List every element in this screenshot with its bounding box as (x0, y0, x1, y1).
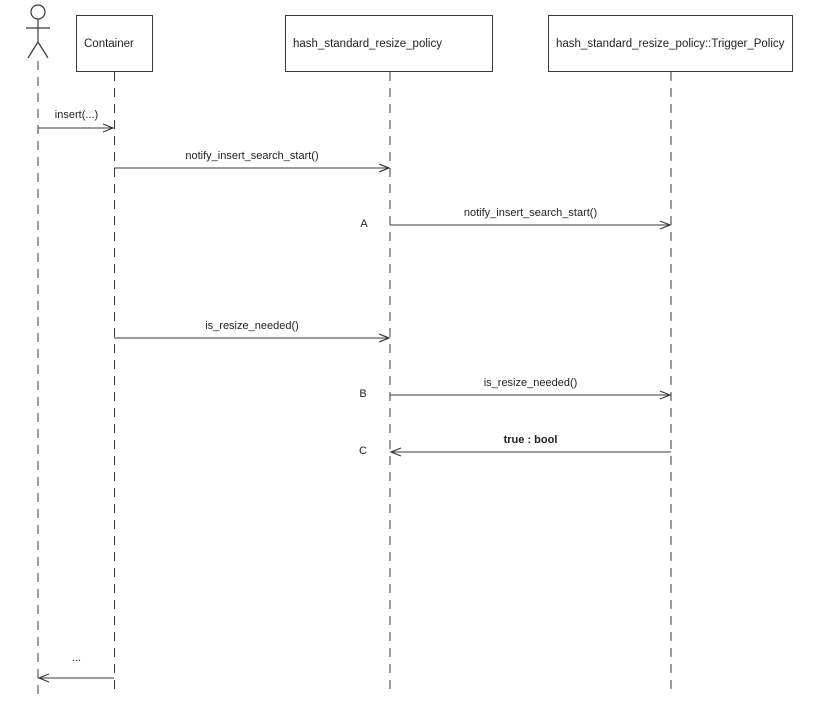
message-marker-b: B (359, 388, 367, 400)
message-label-notify-insert-search-start-1: notify_insert_search_start() (185, 150, 319, 162)
message-label-return-true-bool: true : bool (503, 434, 558, 446)
participant-box-trigger-policy: hash_standard_resize_policy::Trigger_Pol… (548, 15, 793, 72)
participant-label: Container (84, 37, 134, 50)
message-label-insert: insert(...) (54, 109, 99, 121)
message-label-notify-insert-search-start-2: notify_insert_search_start() (463, 207, 598, 219)
message-marker-c: C (359, 445, 367, 457)
participant-label: hash_standard_resize_policy (293, 37, 442, 50)
message-label-is-resize-needed-2: is_resize_needed() (483, 377, 578, 389)
actor-icon (26, 4, 50, 59)
participant-box-resize-policy: hash_standard_resize_policy (285, 15, 493, 72)
message-label-is-resize-needed-1: is_resize_needed() (205, 320, 299, 332)
message-label-return-ellipsis: ... (71, 652, 82, 664)
participant-box-container: Container (76, 15, 153, 72)
participant-label: hash_standard_resize_policy::Trigger_Pol… (556, 37, 785, 50)
message-marker-a: A (360, 218, 368, 230)
